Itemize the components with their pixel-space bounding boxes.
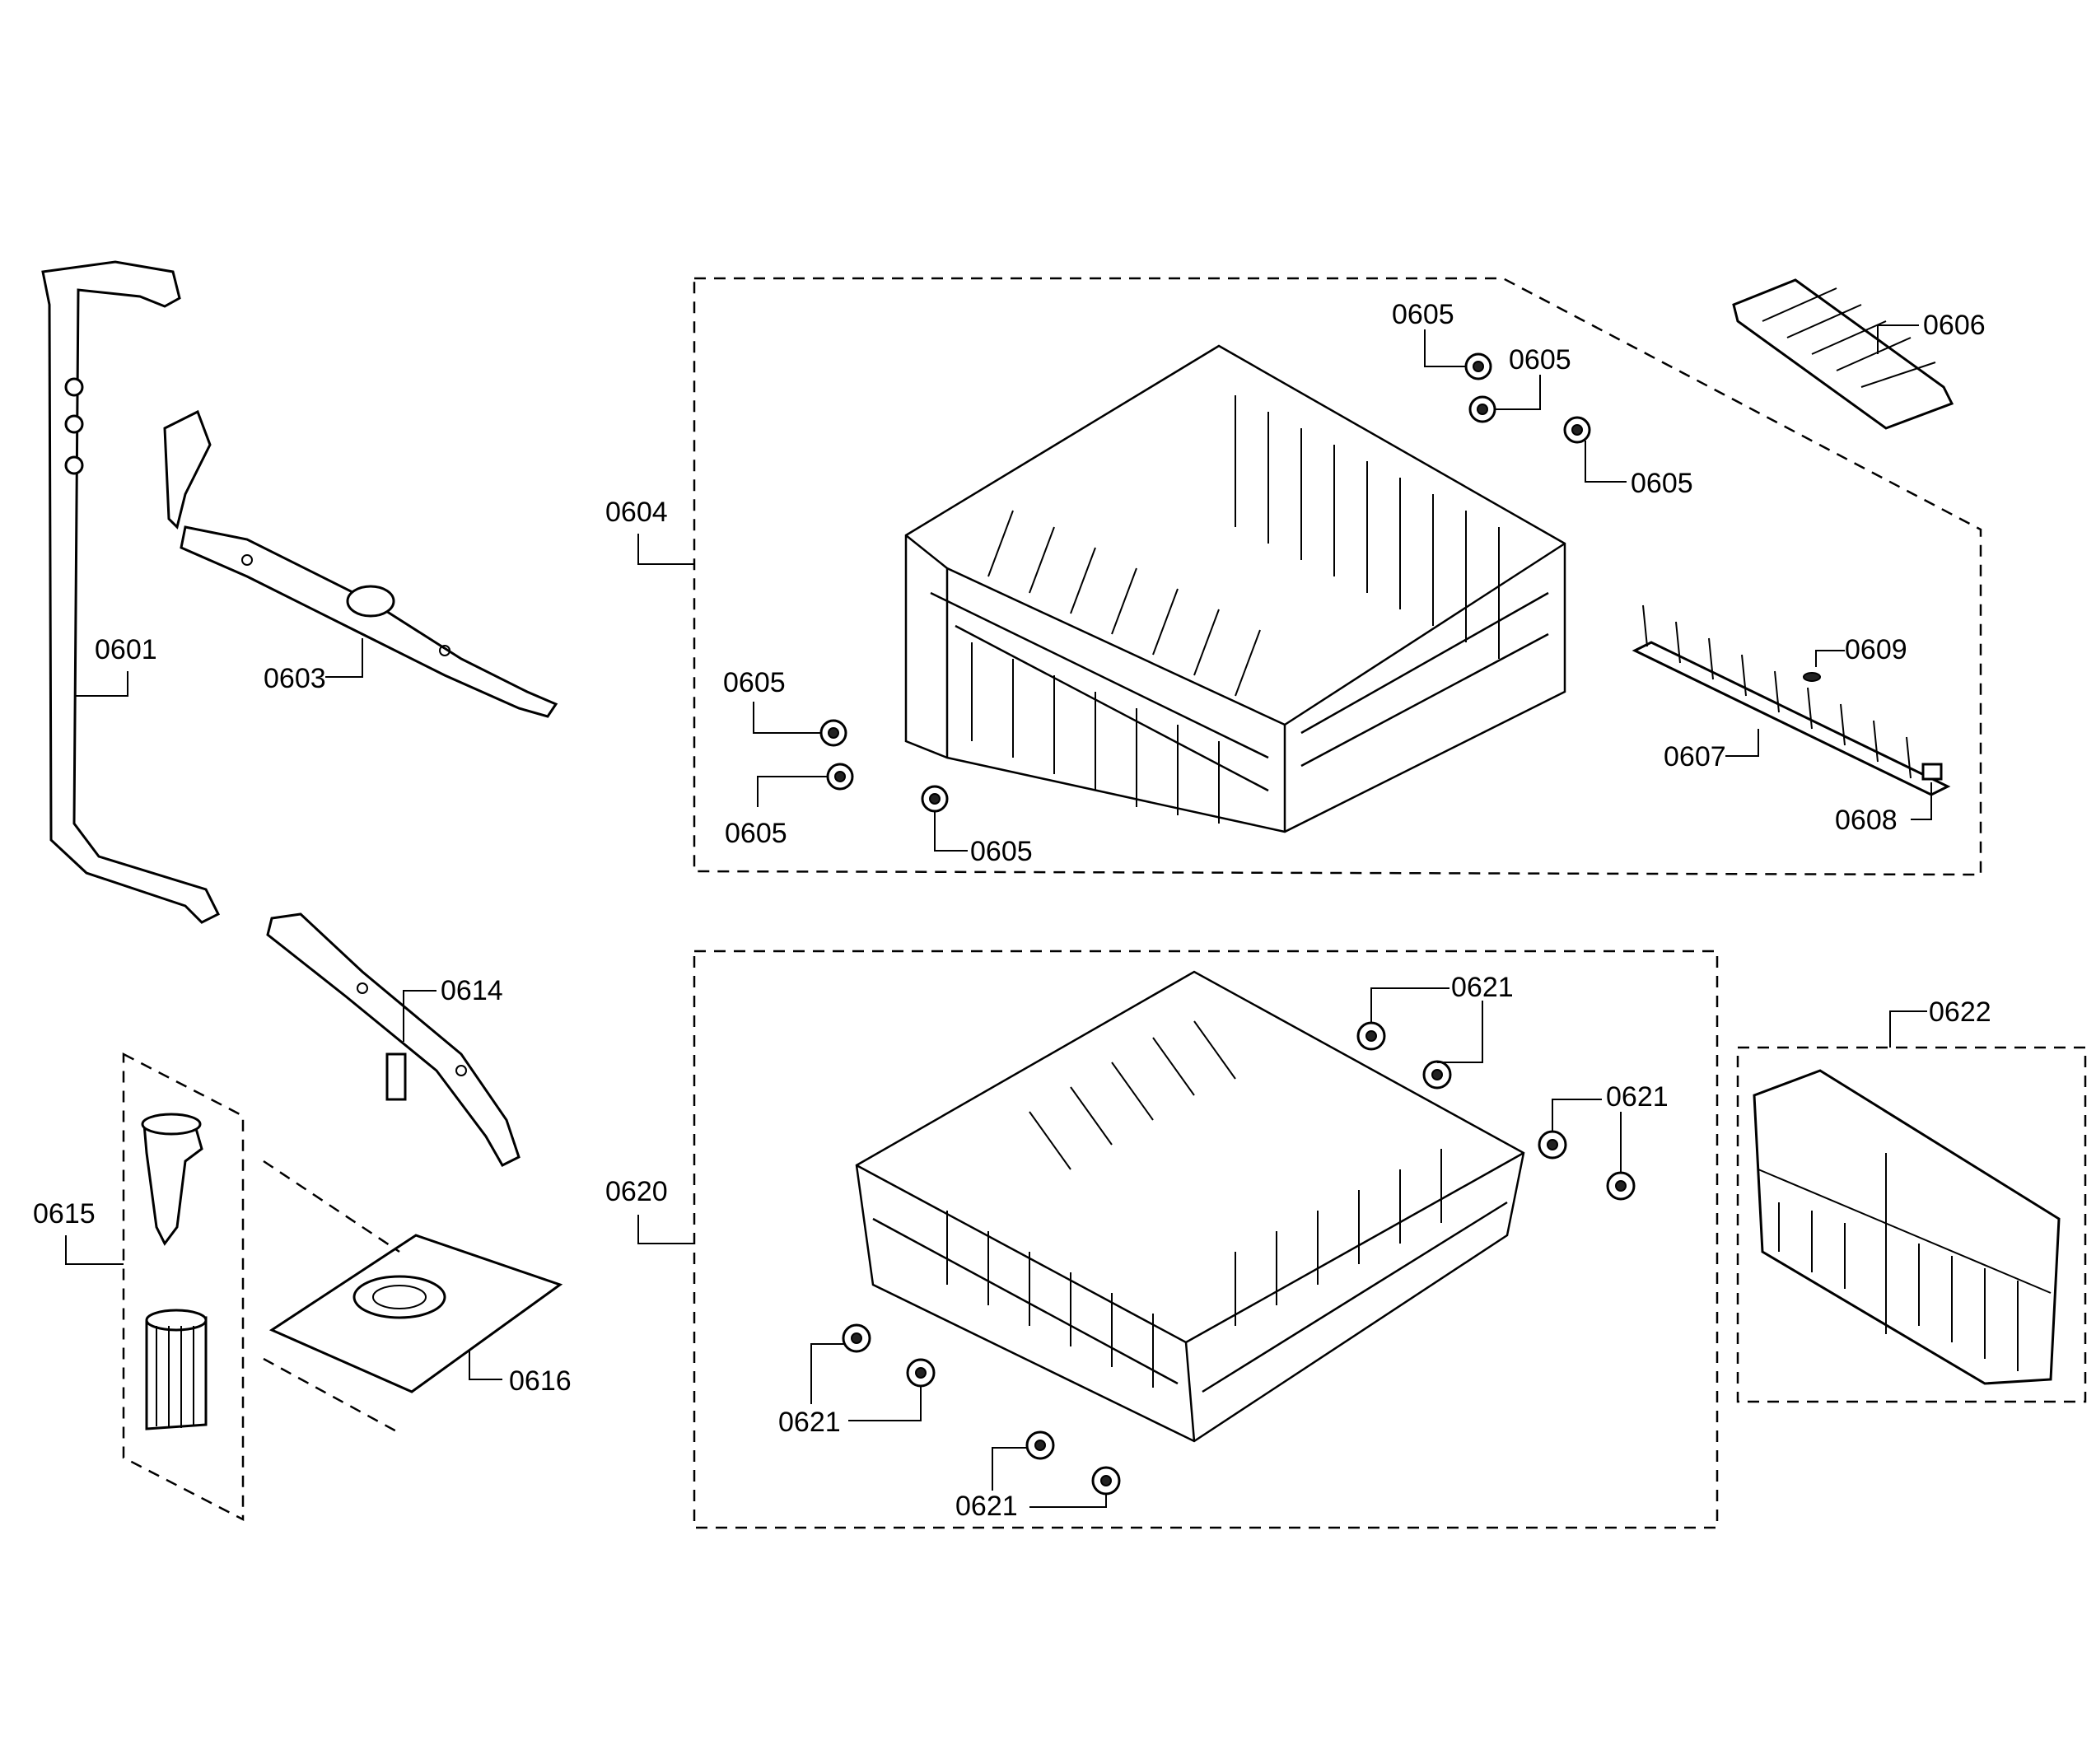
label-0605-b: 0605	[1509, 344, 1571, 376]
leader-0603	[325, 638, 363, 678]
lower-rack-wheel-f	[906, 1358, 936, 1388]
leader-0606	[1877, 324, 1919, 354]
leader-0621-a	[1370, 987, 1483, 1063]
label-0621-a: 0621	[1451, 972, 1514, 1003]
lower-rack-wheel-a	[1356, 1021, 1386, 1051]
tine-row-part	[1632, 604, 1951, 796]
upper-rack-roller-e	[826, 763, 854, 791]
label-0605-e: 0605	[725, 818, 787, 849]
label-0615: 0615	[33, 1198, 96, 1230]
leader-0605-b	[1495, 375, 1541, 410]
upper-spray-arm-part	[163, 409, 558, 718]
leader-0605-f	[934, 811, 968, 852]
lower-rack-wheel-g	[1025, 1430, 1055, 1460]
tine-clip-part	[1921, 763, 1943, 781]
leader-0605-a	[1424, 329, 1466, 367]
label-0605-d: 0605	[723, 667, 786, 698]
upper-rack-roller-f	[921, 785, 949, 813]
supply-tube-part	[41, 260, 221, 924]
lower-rack-outline	[693, 950, 1719, 1529]
tine-pin-part	[1803, 672, 1821, 682]
lower-rack-wheel-h	[1091, 1466, 1121, 1496]
filter-group-outline	[122, 1052, 245, 1522]
lower-rack-part	[855, 970, 1525, 1443]
upper-rack-roller-c	[1563, 416, 1591, 444]
label-0616: 0616	[509, 1365, 572, 1397]
label-0622: 0622	[1929, 996, 1991, 1028]
cup-shelf-part	[1732, 278, 1954, 430]
label-0605-a: 0605	[1392, 299, 1454, 330]
micro-filter-part	[141, 1113, 203, 1246]
silverware-basket-part	[1753, 1069, 2061, 1385]
leader-0615	[65, 1235, 124, 1265]
leader-0621-d	[992, 1447, 1107, 1508]
upper-rack-roller-b	[1468, 395, 1496, 423]
lower-rack-wheel-b	[1422, 1060, 1452, 1090]
leader-0605-d	[753, 702, 821, 734]
upper-rack-roller-d	[819, 719, 847, 747]
label-0605-f: 0605	[970, 836, 1033, 867]
leader-0607	[1725, 729, 1759, 757]
leader-0605-e	[757, 776, 828, 807]
coarse-filter-part	[145, 1309, 208, 1430]
label-0620: 0620	[605, 1176, 668, 1207]
flat-filter-part	[268, 1234, 563, 1393]
leader-0621-b	[1552, 1099, 1622, 1173]
leader-0601	[74, 671, 128, 697]
lower-rack-wheel-c	[1538, 1130, 1567, 1160]
leader-0622	[1889, 1010, 1927, 1048]
basket-outline	[1736, 1046, 2087, 1403]
filter-alignment-lines	[263, 1160, 400, 1435]
label-0601: 0601	[95, 634, 157, 665]
lower-rack-tines	[946, 1020, 1442, 1388]
leader-0605-c	[1585, 441, 1627, 483]
label-0609: 0609	[1845, 634, 1907, 665]
leader-0604	[637, 534, 694, 565]
label-0621-d: 0621	[955, 1491, 1018, 1522]
lower-rack-wheel-e	[842, 1323, 871, 1353]
lower-rack-wheel-d	[1606, 1171, 1636, 1201]
leader-0621-c	[810, 1343, 922, 1421]
label-0607: 0607	[1664, 741, 1726, 772]
upper-rack-roller-a	[1464, 352, 1492, 380]
leader-0609	[1815, 650, 1845, 667]
label-0621-c: 0621	[778, 1407, 841, 1438]
label-0603: 0603	[264, 663, 326, 694]
upper-rack-tines	[971, 395, 1500, 824]
label-0614: 0614	[441, 975, 503, 1006]
label-0621-b: 0621	[1606, 1081, 1669, 1113]
upper-rack-part	[904, 344, 1566, 833]
lower-spray-arm-part	[266, 912, 520, 1167]
label-0608: 0608	[1835, 805, 1898, 836]
label-0604: 0604	[605, 497, 668, 528]
leader-0608	[1911, 782, 1932, 820]
upper-rack-outline	[693, 277, 1982, 876]
label-0606: 0606	[1923, 310, 1986, 341]
label-0605-c: 0605	[1631, 468, 1693, 499]
leader-0616	[469, 1351, 502, 1380]
leader-0614	[403, 990, 436, 1042]
leader-0620	[637, 1215, 694, 1244]
